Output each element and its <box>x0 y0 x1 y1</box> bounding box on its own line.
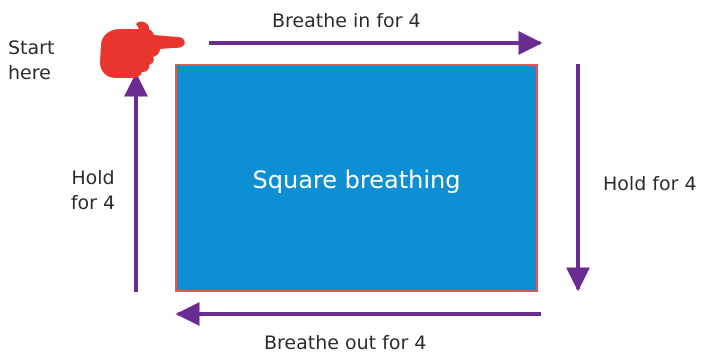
hold-left-label: Hold for 4 <box>70 167 116 214</box>
square-title: Square breathing <box>252 166 461 194</box>
hold-right-label: Hold for 4 <box>603 173 697 195</box>
breathing-square: Square breathing <box>175 64 538 292</box>
breathe-in-label: Breathe in for 4 <box>272 10 421 32</box>
start-here-label: Start here <box>8 37 55 84</box>
pointing-hand-icon <box>100 21 185 78</box>
breathe-out-label: Breathe out for 4 <box>264 332 427 354</box>
